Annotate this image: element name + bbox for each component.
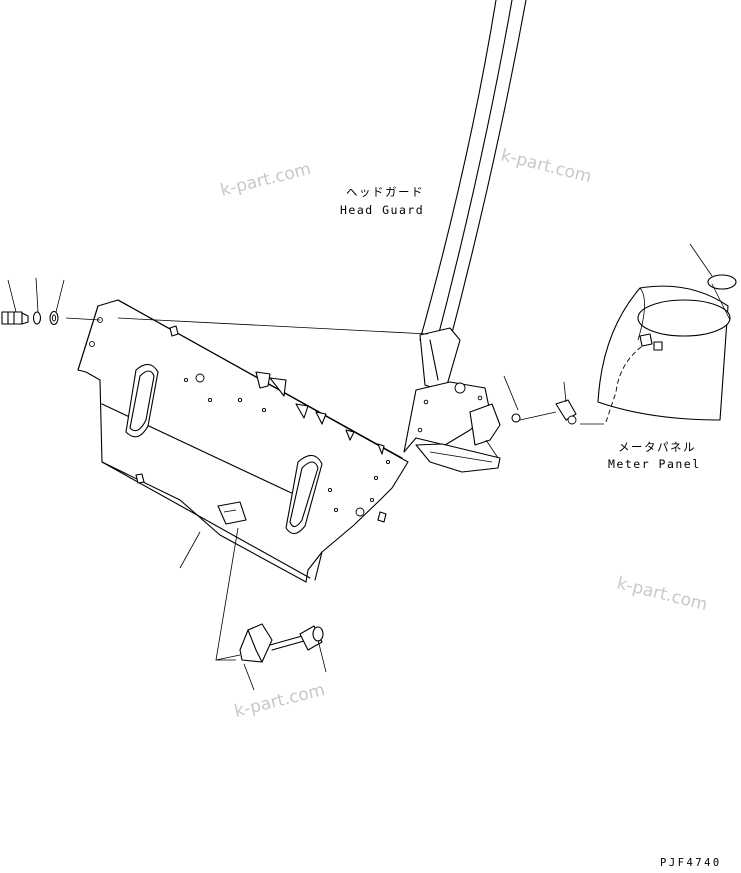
meter-panel-label-jp: メータパネル <box>618 440 696 454</box>
meter-panel-label-en: Meter Panel <box>608 457 701 471</box>
washer-leader-line <box>65 317 101 321</box>
head-guard-bracket <box>403 327 501 473</box>
watermark-2: k-part.com <box>499 145 594 187</box>
drawing-code: PJF4740 <box>660 857 722 869</box>
meter-panel <box>597 243 737 423</box>
watermark-4: k-part.com <box>232 680 327 722</box>
connector-harness <box>503 375 604 425</box>
head-guard-pillar <box>419 0 527 357</box>
clip-bracket <box>179 527 327 691</box>
watermark-3: k-part.com <box>615 573 710 615</box>
head-guard-label-en: Head Guard <box>340 203 424 217</box>
watermark-1: k-part.com <box>218 159 313 201</box>
bolt-washer-set <box>1 277 65 326</box>
mounting-panel <box>77 299 409 583</box>
connection-line <box>117 317 429 335</box>
head-guard-label-jp: ヘッドガード <box>346 185 424 199</box>
